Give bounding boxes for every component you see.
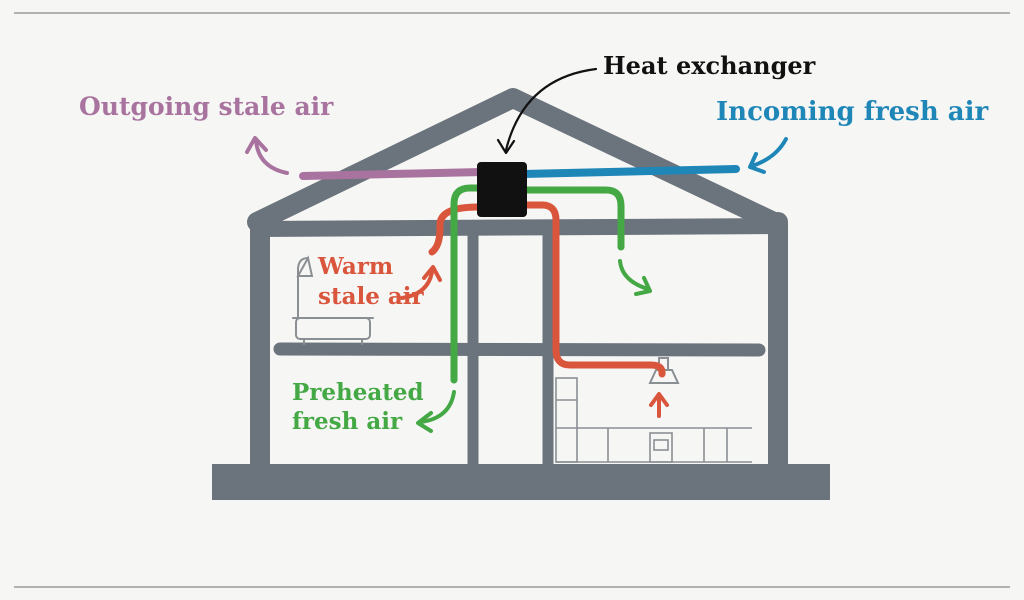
preheated-air-arrow-upstairs (618, 259, 652, 296)
outgoing-air-arrow (245, 136, 289, 175)
foundation (212, 464, 830, 500)
house-structure (247, 88, 788, 488)
kitchen-counter (556, 427, 752, 463)
preheated-fresh-air-duct (450, 184, 625, 384)
preheated-fresh-air-label: Preheated fresh air (292, 378, 424, 436)
middle-floor (273, 342, 766, 357)
outgoing-stale-air-duct (299, 168, 487, 180)
warm-label-line1: Warm (318, 253, 394, 280)
incoming-fresh-air-duct (519, 165, 740, 178)
roof (247, 88, 784, 232)
incoming-air-arrow (748, 137, 788, 174)
kitchen-oven-icon (649, 432, 673, 463)
warm-air-arrow-bathroom (400, 265, 442, 300)
preheated-label-line1: Preheated (292, 379, 424, 406)
bathtub-icon (292, 257, 374, 345)
preheated-label-line2: fresh air (292, 408, 403, 435)
preheated-air-arrow-ground (416, 390, 456, 433)
outgoing-stale-air-label: Outgoing stale air (79, 92, 334, 121)
warm-stale-air-label: Warm stale air (318, 252, 424, 312)
warm-label-line2: stale air (318, 283, 424, 310)
heat-exchanger-box (477, 162, 527, 217)
warm-air-arrow-kitchen (649, 392, 669, 418)
fridge-icon (555, 377, 578, 463)
heat-exchanger-pointer (496, 67, 598, 155)
shower-head-icon (296, 255, 314, 277)
attic-floor (250, 218, 787, 237)
warm-stale-air-duct (428, 201, 666, 378)
incoming-fresh-air-label: Incoming fresh air (716, 97, 989, 127)
heat-exchanger-label: Heat exchanger (603, 51, 816, 80)
